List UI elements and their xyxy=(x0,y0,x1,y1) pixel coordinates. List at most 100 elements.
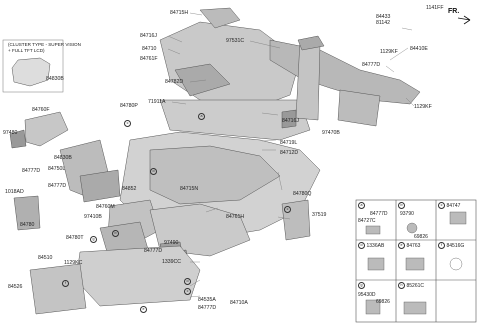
part-label-1129kf-a: 1129KF xyxy=(380,49,398,55)
cluster-cover-84830b-inset xyxy=(11,57,51,87)
part-label-84780p: 84780P xyxy=(120,103,138,109)
part-85261c xyxy=(403,301,427,315)
garnish-84760f xyxy=(24,111,69,147)
callout-circle-g: g xyxy=(358,282,365,289)
callout-ref-c2: c xyxy=(284,206,293,213)
part-84747 xyxy=(449,211,467,225)
callout-ref-d: d xyxy=(150,168,159,175)
table-g-part-2: 69826 xyxy=(376,299,390,305)
grommet-b xyxy=(406,222,418,234)
callout-ref-g: g xyxy=(90,236,99,243)
part-label-1129kf-b: 1129KF xyxy=(414,104,432,110)
parts-table-grid xyxy=(355,199,477,323)
pad-97531c xyxy=(297,35,325,51)
callout-circle-a: a xyxy=(358,202,365,209)
part-label-84761f: 84761F xyxy=(140,56,158,62)
part-label-84777d-mid: 84777D xyxy=(144,248,163,254)
part-label-84433: 84433 xyxy=(376,14,391,20)
part-label-97410b: 97410B xyxy=(84,214,102,220)
clip-84716j xyxy=(281,109,297,129)
part-label-97470b: 97470B xyxy=(322,130,340,136)
callout-circle-c: c xyxy=(438,202,445,209)
part-label-84710a: 84710A xyxy=(230,300,248,306)
part-label-84780t: 84780T xyxy=(66,235,84,241)
part-label-84715n: 84715N xyxy=(180,186,199,192)
direction-label: FR. xyxy=(448,8,460,15)
part-label-37519: 37519 xyxy=(312,212,327,218)
callout-circle-h: h xyxy=(398,282,405,289)
callout-circle-b: b xyxy=(398,202,405,209)
part-label-84715h: 84715H xyxy=(170,10,189,16)
part-label-97490: 97490 xyxy=(164,240,179,246)
table-cell-b: b xyxy=(398,202,407,209)
part-label-84780: 84780 xyxy=(20,222,35,228)
part-label-81142: 81142 xyxy=(376,20,391,26)
callout-circle-e: e xyxy=(398,242,405,249)
part-label-84712d: 84712D xyxy=(280,150,299,156)
pad-inner-84719l xyxy=(149,145,281,205)
part-label-1018ad: 1018AD xyxy=(5,189,24,195)
crash-pad-upper-84710 xyxy=(159,21,301,111)
part-label-84777d-l1: 84777D xyxy=(22,168,41,174)
part-84763 xyxy=(405,257,425,271)
table-e-title: 84763 xyxy=(406,242,421,249)
table-g-part-1: 95430D xyxy=(358,292,376,298)
table-b-part-1: 93790 xyxy=(400,211,414,217)
table-d-title: 1336AB xyxy=(366,242,385,249)
part-label-84410e: 84410E xyxy=(410,46,428,52)
callout-circle-d: d xyxy=(358,242,365,249)
part-label-84510: 84510 xyxy=(38,255,53,261)
part-label-1339cc: 1339CC xyxy=(162,259,182,265)
panel-84715h xyxy=(199,7,241,29)
table-a-part-1: 84777D xyxy=(370,211,388,217)
part-95430d xyxy=(365,299,381,315)
part-84516g xyxy=(449,257,463,271)
cluster-note: (CLUSTER TYPE - SUPER VISION + FULL TFT … xyxy=(8,42,81,53)
part-label-84716j-mid: 84716J xyxy=(282,118,300,124)
callout-ref-f: f xyxy=(62,280,71,287)
part-label-84719l: 84719L xyxy=(280,140,298,146)
part-label-84830b-inset: 84830B xyxy=(46,76,64,82)
clip-a xyxy=(365,225,381,235)
part-label-84780q: 84780Q xyxy=(293,191,312,197)
part-label-97480: 97480 xyxy=(3,130,18,136)
part-label-97531c: 97531C xyxy=(226,38,245,44)
cover-84852 xyxy=(79,169,121,203)
glove-box-84510 xyxy=(29,263,87,315)
bracket-97470b xyxy=(295,39,321,121)
part-label-84526: 84526 xyxy=(8,284,23,290)
part-1336ab xyxy=(367,257,385,271)
callout-circle-f: f xyxy=(438,242,445,249)
table-b-part-2: 69826 xyxy=(414,234,428,240)
part-label-84710: 84710 xyxy=(142,46,157,52)
part-label-84777d-l2: 84777D xyxy=(48,183,67,189)
cap-97480 xyxy=(9,129,27,149)
part-label-84535a: 84535A xyxy=(198,297,216,303)
callout-ref-e: e xyxy=(140,306,149,313)
part-label-71911a: 71911A xyxy=(148,99,166,105)
table-f-title: 84516G xyxy=(446,242,465,249)
callout-ref-c: c xyxy=(124,120,133,127)
part-label-84760m: 84760M xyxy=(96,204,115,210)
part-label-84761h: 84761H xyxy=(226,214,245,220)
table-h-title: 85261C xyxy=(406,282,425,289)
callout-ref-a: a xyxy=(198,113,207,120)
part-label-84777d-bot: 84777D xyxy=(198,305,217,311)
part-label-1129kc: 1129KC xyxy=(64,260,83,266)
table-cell-g: g xyxy=(358,282,367,289)
table-c-title: 84747 xyxy=(446,202,461,209)
part-label-1141ff: 1141FF xyxy=(426,5,444,11)
callout-ref-d2: d xyxy=(184,278,193,285)
pad-71911a xyxy=(159,99,311,141)
lower-panel-84710a xyxy=(75,245,201,307)
part-label-84830b: 84830B xyxy=(54,155,72,161)
callout-ref-c3: c xyxy=(184,288,193,295)
callout-ref-b: b xyxy=(112,230,121,237)
